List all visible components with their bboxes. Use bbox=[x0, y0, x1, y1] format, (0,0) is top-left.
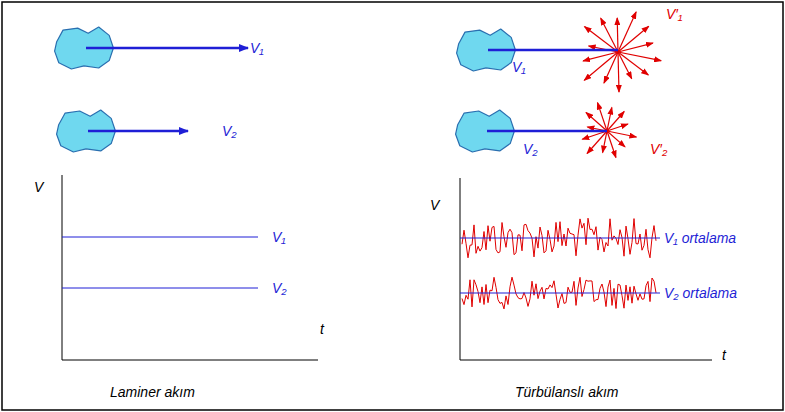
axis-label: V bbox=[34, 178, 43, 196]
panel-caption: Türbülanslı akım bbox=[515, 383, 618, 401]
velocity-label: V₁ bbox=[272, 228, 286, 246]
velocity-label: V₂ bbox=[523, 140, 538, 158]
velocity-line bbox=[62, 237, 258, 238]
axis-label: t bbox=[320, 320, 324, 338]
axis-line bbox=[62, 175, 63, 360]
fluctuation-arrow bbox=[618, 43, 653, 52]
axis-label: t bbox=[722, 346, 726, 364]
mean-label: V₂ ortalama bbox=[664, 284, 737, 302]
velocity-arrow bbox=[88, 130, 188, 133]
fluctuation-arrow bbox=[598, 103, 608, 131]
mean-line bbox=[460, 292, 660, 293]
fluctuation-arrow bbox=[618, 52, 632, 79]
axis-label: V bbox=[430, 196, 439, 214]
axis-line bbox=[62, 360, 318, 361]
fluctuation-arrow bbox=[607, 131, 636, 137]
fluctuation-arrow bbox=[618, 52, 648, 75]
fluctuation-arrow bbox=[618, 12, 636, 52]
axis-line bbox=[460, 360, 712, 361]
fluctuation-label: V′₂ bbox=[650, 140, 667, 158]
fluctuation-arrow bbox=[604, 52, 618, 83]
velocity-arrow bbox=[487, 130, 607, 133]
fluctuation-arrow bbox=[617, 18, 619, 52]
velocity-label: V₁ bbox=[250, 39, 264, 57]
fluctuation-arrow bbox=[618, 52, 619, 92]
fluctuation-arrow bbox=[607, 131, 616, 158]
fluctuation-arrow bbox=[601, 18, 618, 52]
fluctuation-arrow bbox=[583, 52, 618, 61]
mean-label: V₁ ortalama bbox=[664, 229, 736, 247]
velocity-label: V₂ bbox=[272, 279, 287, 297]
panel-caption: Laminer akım bbox=[110, 383, 195, 401]
velocity-label: V₂ bbox=[222, 122, 237, 140]
fluctuation-label: V′₁ bbox=[666, 5, 682, 23]
mean-line bbox=[460, 237, 660, 238]
fluctuation-arrow bbox=[585, 27, 619, 52]
axis-line bbox=[460, 178, 461, 360]
velocity-arrow bbox=[488, 49, 618, 52]
velocity-line bbox=[62, 288, 258, 289]
velocity-arrow bbox=[86, 47, 248, 50]
fluctuation-arrow bbox=[607, 124, 628, 131]
velocity-label: V₁ bbox=[512, 58, 526, 76]
